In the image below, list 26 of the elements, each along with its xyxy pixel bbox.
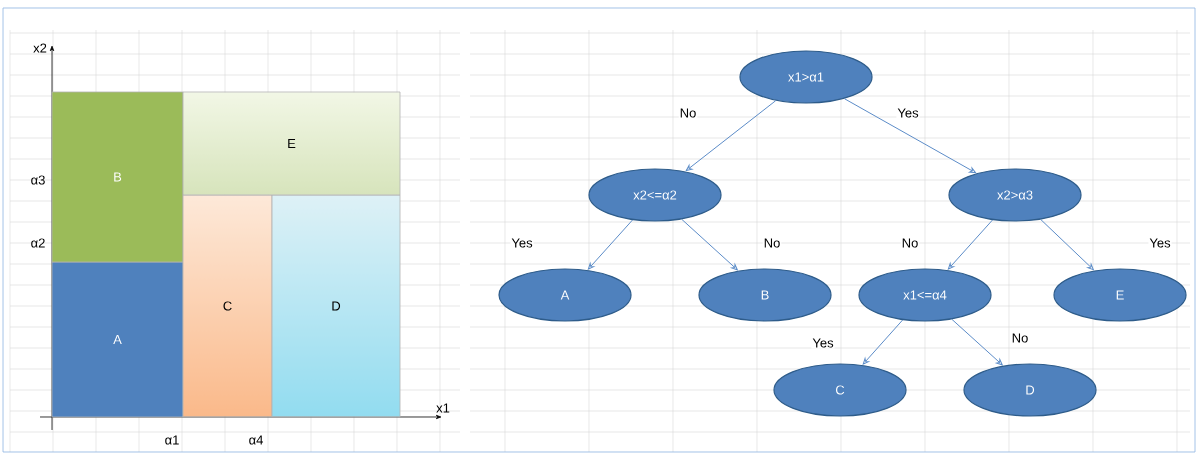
- edge-label: No: [762, 237, 782, 249]
- arrow: [685, 100, 777, 172]
- arrow: [681, 218, 738, 271]
- edge-label: Yes: [896, 107, 920, 119]
- region-rectangle: E: [182, 91, 401, 196]
- arrow: [1040, 219, 1094, 271]
- edge-label: No: [900, 237, 920, 249]
- edge-label: Yes: [1148, 237, 1172, 249]
- arrow: [951, 318, 1003, 366]
- edge-label: Yes: [811, 337, 835, 349]
- arrow: [862, 319, 904, 365]
- edge-label: No: [1010, 332, 1030, 344]
- region-rectangle: C: [182, 194, 273, 418]
- edge-label: No: [678, 107, 698, 119]
- threshold-label: α2: [31, 238, 45, 248]
- region-rectangle: D: [271, 194, 401, 418]
- arrow: [587, 219, 633, 270]
- arrow: [947, 219, 993, 270]
- axis-label: x1: [436, 403, 450, 413]
- threshold-label: α4: [249, 435, 263, 445]
- threshold-label: α1: [165, 435, 179, 445]
- region-rectangle: A: [51, 261, 184, 418]
- axis-label: x2: [33, 43, 47, 53]
- edge-label: Yes: [510, 237, 534, 249]
- region-rectangle: B: [51, 91, 184, 263]
- arrow: [843, 98, 976, 174]
